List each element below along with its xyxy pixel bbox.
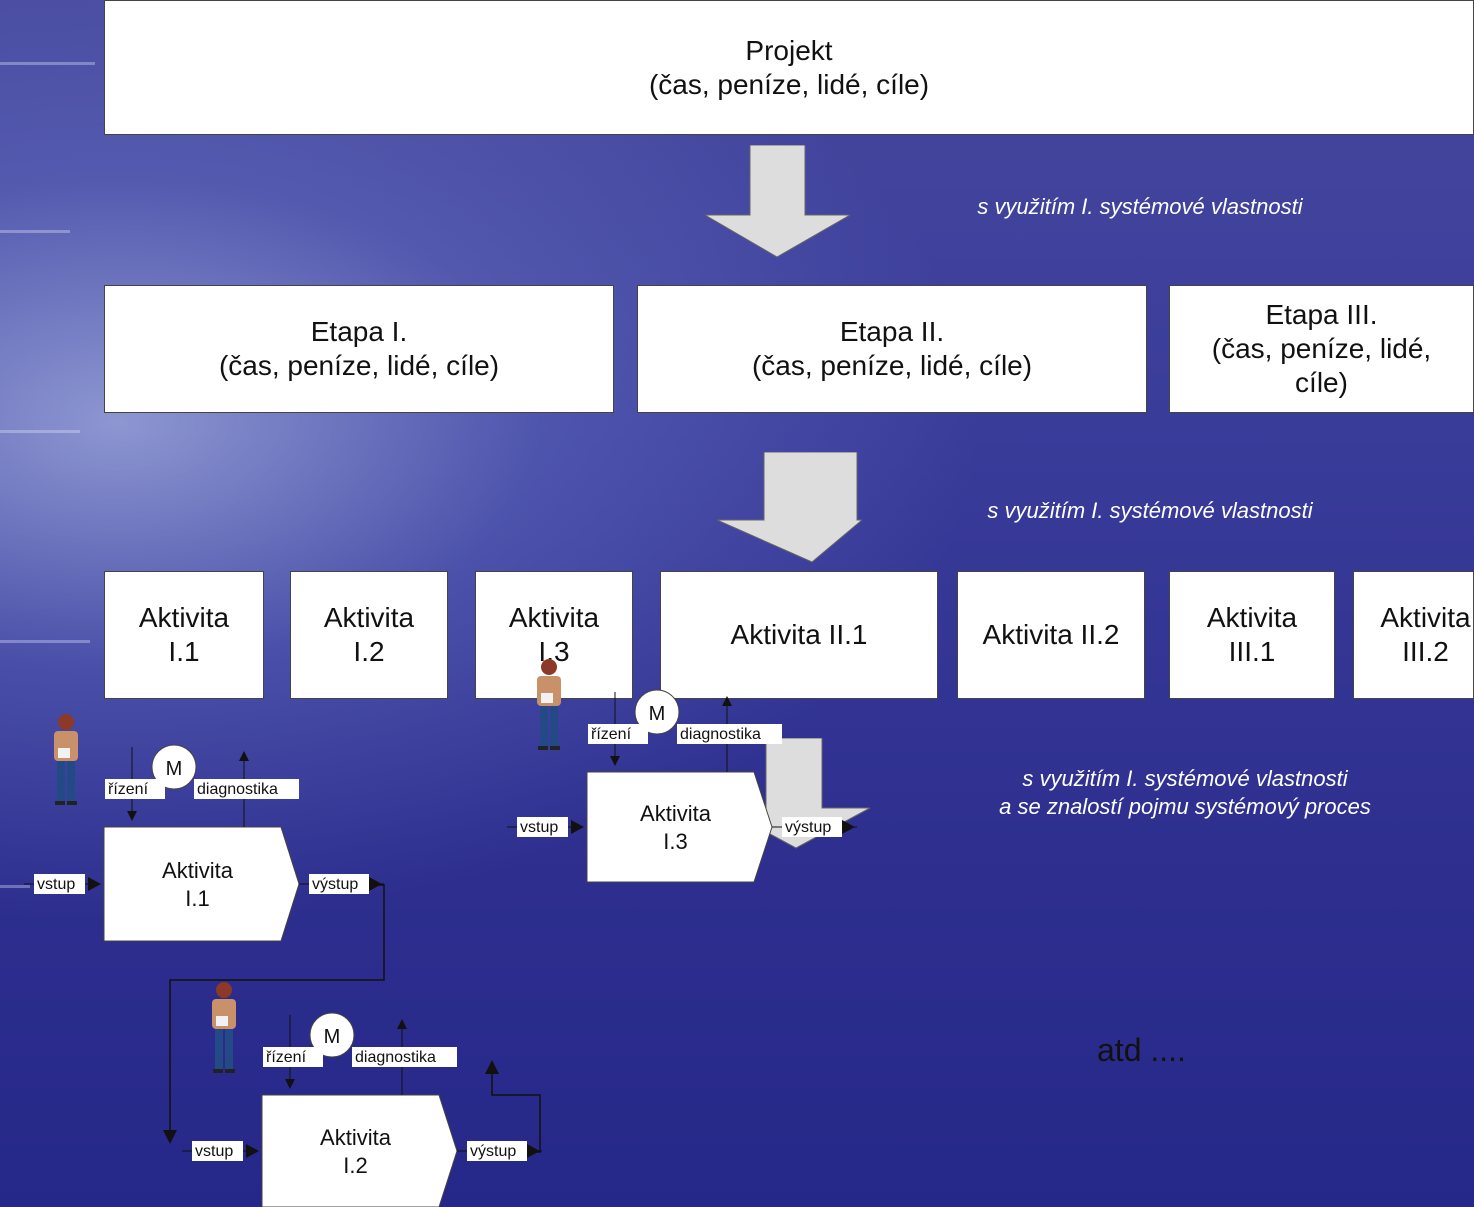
down-arrow-1 — [705, 145, 850, 258]
activity-label: Aktivita II.1 — [730, 619, 868, 650]
output-label-bg — [467, 1141, 527, 1161]
diagnostics-arrowhead — [397, 1019, 407, 1029]
caption-3: s využitím I. systémové vlastnosti a se … — [925, 765, 1445, 821]
down-arrow-2 — [717, 452, 862, 563]
control-arrowhead — [610, 756, 620, 766]
output-arrowhead — [369, 877, 382, 891]
caption-2: s využitím I. systémové vlastnosti — [987, 498, 1313, 523]
caption-3-line1: s využitím I. systémové vlastnosti — [1022, 766, 1348, 791]
input-arrowhead — [88, 877, 101, 891]
activity-box: Aktivita I.1 — [104, 571, 264, 699]
control-arrowhead — [127, 811, 137, 821]
activity-label: Aktivita — [508, 602, 600, 633]
stage-subtitle: (čas, peníze, lidé, cíle) — [218, 350, 500, 381]
person-icon — [54, 714, 78, 805]
activity-number: I.2 — [353, 636, 385, 667]
person-icon — [212, 982, 236, 1073]
connector-arrowhead — [163, 1130, 177, 1144]
project-subtitle: (čas, peníze, lidé, cíle) — [648, 68, 930, 100]
process-block — [261, 1094, 458, 1207]
process-block — [103, 826, 300, 942]
stage-box: Etapa II. (čas, peníze, lidé, cíle) — [637, 285, 1147, 413]
process-number: I.1 — [185, 886, 209, 911]
diagnostics-label: diagnostika — [680, 726, 761, 743]
control-label-bg — [263, 1047, 323, 1067]
activity-label: Aktivita — [1206, 602, 1298, 633]
diagnostics-label-bg — [352, 1047, 457, 1067]
output-label: výstup — [312, 876, 358, 893]
stage-title: Etapa II. — [839, 316, 945, 347]
input-arrowhead — [571, 820, 584, 834]
control-label-bg — [105, 779, 165, 799]
output-label: výstup — [785, 819, 831, 836]
input-label: vstup — [195, 1143, 233, 1160]
person-icon — [537, 659, 561, 750]
stage-box: Etapa III. (čas, peníze, lidé, cíle) — [1169, 285, 1474, 413]
stage-subtitle-line2: cíle) — [1295, 367, 1348, 398]
activity-box: Aktivita II.1 — [660, 571, 938, 699]
manager-circle — [634, 689, 680, 735]
manager-label: M — [649, 703, 666, 725]
etc-label: atd .... — [1097, 1032, 1186, 1068]
diagnostics-label: diagnostika — [355, 1049, 436, 1066]
stage-box: Etapa I. (čas, peníze, lidé, cíle) — [104, 285, 614, 413]
connector-2-to-3 — [491, 1070, 541, 1153]
activity-box: Aktivita III.2 — [1353, 571, 1474, 699]
input-arrowhead — [246, 1144, 259, 1158]
control-label: řízení — [266, 1049, 307, 1066]
output-label-bg — [782, 817, 842, 837]
control-arrowhead — [285, 1079, 295, 1089]
process-label: Aktivita — [162, 858, 234, 883]
activity-box: Aktivita I.2 — [290, 571, 448, 699]
diagnostics-label: diagnostika — [197, 781, 278, 798]
stage-subtitle-line1: (čas, peníze, lidé, — [1211, 333, 1432, 364]
activity-number: III.1 — [1228, 636, 1276, 667]
control-label-bg — [588, 724, 648, 744]
control-label: řízení — [108, 781, 149, 798]
manager-circle — [309, 1012, 355, 1058]
diagnostics-label-bg — [194, 779, 299, 799]
manager-label: M — [166, 758, 183, 780]
activity-box: Aktivita II.2 — [957, 571, 1145, 699]
output-arrowhead — [842, 820, 855, 834]
stage-title: Etapa III. — [1265, 299, 1378, 330]
manager-label: M — [324, 1026, 341, 1048]
activity-label: Aktivita — [323, 602, 415, 633]
control-label: řízení — [591, 726, 632, 743]
process-label: Aktivita — [320, 1125, 392, 1150]
input-label-bg — [192, 1141, 243, 1161]
connector-arrowhead — [485, 1060, 499, 1074]
activity-number: I.1 — [168, 636, 200, 667]
activity-label: Aktivita — [1380, 602, 1471, 633]
stage-subtitle: (čas, peníze, lidé, cíle) — [751, 350, 1033, 381]
output-arrowhead — [527, 1144, 540, 1158]
manager-circle — [151, 744, 197, 790]
diagnostics-arrowhead — [239, 751, 249, 761]
caption-1: s využitím I. systémové vlastnosti — [977, 194, 1303, 219]
input-label-bg — [517, 817, 568, 837]
caption-3-line2: a se znalostí pojmu systémový proces — [999, 794, 1371, 819]
activity-box: Aktivita I.3 — [475, 571, 633, 699]
process-label: Aktivita — [640, 801, 712, 826]
activity-number: III.2 — [1402, 636, 1449, 667]
input-label-bg — [34, 874, 85, 894]
process-number: I.2 — [343, 1153, 367, 1178]
diagnostics-arrowhead — [722, 696, 732, 706]
input-label: vstup — [37, 876, 75, 893]
activity-label: Aktivita II.2 — [982, 619, 1120, 650]
project-box: Projekt (čas, peníze, lidé, cíle) — [104, 0, 1474, 135]
activity-box: Aktivita III.1 — [1169, 571, 1335, 699]
diagnostics-label-bg — [677, 724, 782, 744]
project-title: Projekt — [745, 34, 833, 66]
connector-1-to-2 — [169, 884, 385, 1140]
process-number: I.3 — [663, 829, 687, 854]
activity-label: Aktivita — [138, 602, 230, 633]
process-block — [586, 771, 773, 883]
output-label-bg — [309, 874, 369, 894]
stage-title: Etapa I. — [310, 316, 408, 347]
output-label: výstup — [470, 1143, 516, 1160]
input-label: vstup — [520, 819, 558, 836]
